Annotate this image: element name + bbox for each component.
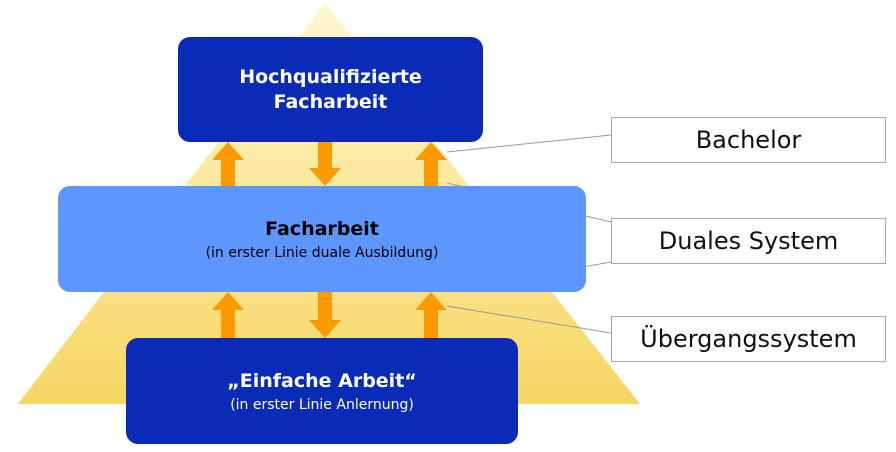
arrow-up-icon bbox=[415, 292, 447, 338]
callout-bachelor: Bachelor bbox=[611, 117, 886, 163]
level-top-box: Hochqualifizierte Facharbeit bbox=[178, 37, 483, 142]
level-top-title-line2: Facharbeit bbox=[273, 90, 388, 113]
arrow-up-icon bbox=[415, 142, 447, 186]
connector-ueber bbox=[446, 305, 612, 334]
level-bottom-title: „Einfache Arbeit“ bbox=[227, 369, 417, 392]
arrow-down-icon bbox=[309, 142, 341, 186]
callout-dual-system: Duales System bbox=[611, 218, 886, 264]
arrows-lower bbox=[212, 292, 447, 338]
level-bottom-subtitle: (in erster Linie Anlernung) bbox=[230, 396, 414, 413]
arrow-up-icon bbox=[212, 292, 244, 338]
level-middle-title: Facharbeit bbox=[265, 217, 379, 240]
level-bottom-box: „Einfache Arbeit“ (in erster Linie Anler… bbox=[126, 338, 518, 444]
level-middle-box: Facharbeit (in erster Linie duale Ausbil… bbox=[58, 186, 586, 292]
callout-uebergangssystem: Übergangssystem bbox=[611, 316, 886, 362]
arrows-upper bbox=[212, 142, 447, 186]
level-middle-subtitle: (in erster Linie duale Ausbildung) bbox=[205, 244, 439, 261]
arrow-down-icon bbox=[309, 292, 341, 338]
arrow-up-icon bbox=[212, 142, 244, 186]
level-top-title-line1: Hochqualifizierte bbox=[239, 65, 422, 88]
connector-bachelor bbox=[446, 134, 612, 153]
